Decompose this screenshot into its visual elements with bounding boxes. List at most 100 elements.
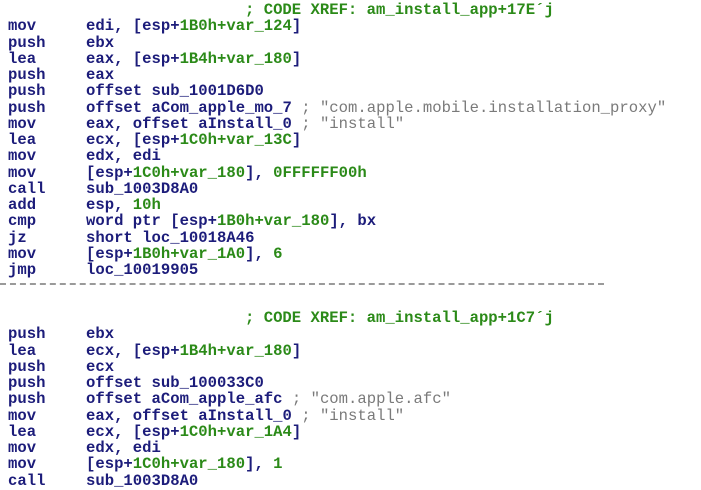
operands: ecx (86, 359, 114, 375)
mnemonic: lea (8, 341, 37, 360)
operands: eax (86, 67, 114, 83)
operands: ecx, [esp+1C0h+var_13C] (86, 132, 301, 148)
operand-text: [esp+ (86, 244, 133, 263)
operands: ecx, [esp+1C0h+var_1A4] (86, 424, 301, 440)
operand-text: esp, (86, 196, 133, 214)
operands: edx, edi (86, 440, 161, 456)
mnemonic: call (8, 471, 46, 490)
operands: offset sub_100033C0 (86, 375, 264, 391)
operand-value: 1C0h+var_180 (132, 163, 246, 182)
operands: offset aCom_apple_afc ; "com.apple.afc" (86, 391, 451, 407)
operands: word ptr [esp+1B0h+var_180], bx (86, 213, 376, 229)
operand-text: ], bx (329, 212, 377, 231)
operand-text: ], (245, 455, 274, 474)
operand-text: [esp+ (86, 455, 133, 474)
mnemonic: lea (8, 49, 37, 68)
mnemonic: mov (8, 114, 37, 133)
operands: offset sub_1001D6D0 (86, 83, 264, 99)
mnemonic: push (8, 325, 46, 344)
string-comment: ; "install" (301, 406, 405, 425)
operands: ecx, [esp+1B4h+var_180] (86, 343, 301, 359)
operand-text: edi, [esp+ (86, 17, 180, 36)
operands: sub_1003D8A0 (86, 473, 198, 489)
operand-text: ], (245, 244, 274, 263)
operand-value: 1B0h+var_1A0 (132, 244, 246, 263)
operand-value: 1B0h (179, 17, 218, 36)
operands: edx, edi (86, 148, 161, 164)
mnemonic: add (8, 196, 37, 214)
mnemonic: mov (8, 439, 37, 457)
operand-text: edx, edi (86, 147, 161, 166)
mnemonic: mov (8, 406, 37, 425)
operand-value: 1C0h+var_180 (132, 455, 246, 474)
operand-text: eax, offset aInstall_0 (86, 114, 302, 133)
operand-value: 1C0h+var_13C (179, 131, 292, 149)
operands: ebx (86, 326, 114, 342)
function-separator (0, 283, 604, 285)
operands: [esp+1C0h+var_180], 0FFFFFF00h (86, 165, 367, 181)
operand-value: 1B4h+var_180 (179, 341, 292, 360)
code-xref-comment[interactable]: ; CODE XREF: am_install_app+17E´j (245, 1, 554, 19)
mnemonic: mov (8, 147, 37, 166)
mnemonic: jmp (8, 261, 37, 279)
operand-value: 1B4h+var_180 (179, 49, 292, 68)
operand-text: loc_10019905 (86, 261, 199, 279)
mnemonic: push (8, 98, 46, 117)
operand-text: ] (291, 131, 302, 149)
mnemonic: push (8, 66, 46, 84)
operands: [esp+1C0h+var_180], 1 (86, 456, 283, 472)
operand-value: 0FFFFFF00h (273, 163, 367, 182)
operands: eax, offset aInstall_0 ; "install" (86, 116, 404, 132)
operand-text: ] (291, 422, 302, 441)
operand-text: eax (86, 66, 115, 84)
operand-text: sub_1003D8A0 (86, 471, 199, 490)
operand-text: word ptr [esp+ (86, 212, 218, 231)
mnemonic: lea (8, 422, 37, 441)
string-comment: ; "install" (301, 114, 405, 133)
operand-value: 1 (273, 455, 283, 474)
operand-text: ecx, [esp+ (86, 422, 180, 441)
operand-text: short loc_10018A46 (86, 228, 255, 247)
operand-text: ] (291, 49, 302, 68)
operand-text: offset aCom_apple_mo_7 (86, 98, 302, 117)
operand-text: ecx, [esp+ (86, 341, 180, 360)
operands: ebx (86, 35, 114, 51)
operand-text: ] (291, 17, 302, 36)
operand-value: 6 (273, 244, 283, 263)
operand-text: [esp+ (86, 163, 133, 182)
code-xref-comment[interactable]: ; CODE XREF: am_install_app+1C7´j (245, 309, 554, 327)
operand-value: 1B0h+var_180 (217, 212, 330, 231)
mnemonic: mov (8, 455, 37, 474)
mnemonic: push (8, 390, 46, 409)
mnemonic: mov (8, 17, 37, 36)
operand-text: sub_1003D8A0 (86, 179, 199, 198)
mnemonic: push (8, 82, 46, 101)
operand-text: ecx, [esp+ (86, 131, 180, 149)
operand-text: eax, [esp+ (86, 49, 180, 68)
operand-text: ebx (86, 33, 115, 52)
mnemonic: lea (8, 131, 37, 149)
operand-value: +var_124 (217, 17, 292, 36)
mnemonic: call (8, 179, 46, 198)
mnemonic: cmp (8, 212, 37, 231)
operands: sub_1003D8A0 (86, 181, 198, 197)
operands: offset aCom_apple_mo_7 ; "com.apple.mobi… (86, 100, 666, 116)
operand-text: ] (291, 341, 302, 360)
operand-value: 1C0h+var_1A4 (179, 422, 292, 441)
operands: esp, 10h (86, 197, 161, 213)
operand-text: offset sub_100033C0 (86, 374, 264, 392)
mnemonic: mov (8, 163, 37, 182)
operand-text: ], (245, 163, 274, 182)
operands: short loc_10018A46 (86, 230, 254, 246)
operand-text: eax, offset aInstall_0 (86, 406, 302, 425)
operands: eax, offset aInstall_0 ; "install" (86, 408, 404, 424)
operand-text: offset sub_1001D6D0 (86, 82, 264, 101)
operand-text: edx, edi (86, 439, 161, 457)
mnemonic: mov (8, 244, 37, 263)
mnemonic: push (8, 33, 46, 52)
string-comment: ; "com.apple.afc" (291, 390, 451, 409)
mnemonic: push (8, 357, 46, 376)
operand-text: ecx (86, 357, 115, 376)
operands: eax, [esp+1B4h+var_180] (86, 51, 301, 67)
operands: edi, [esp+1B0h+var_124] (86, 18, 301, 34)
